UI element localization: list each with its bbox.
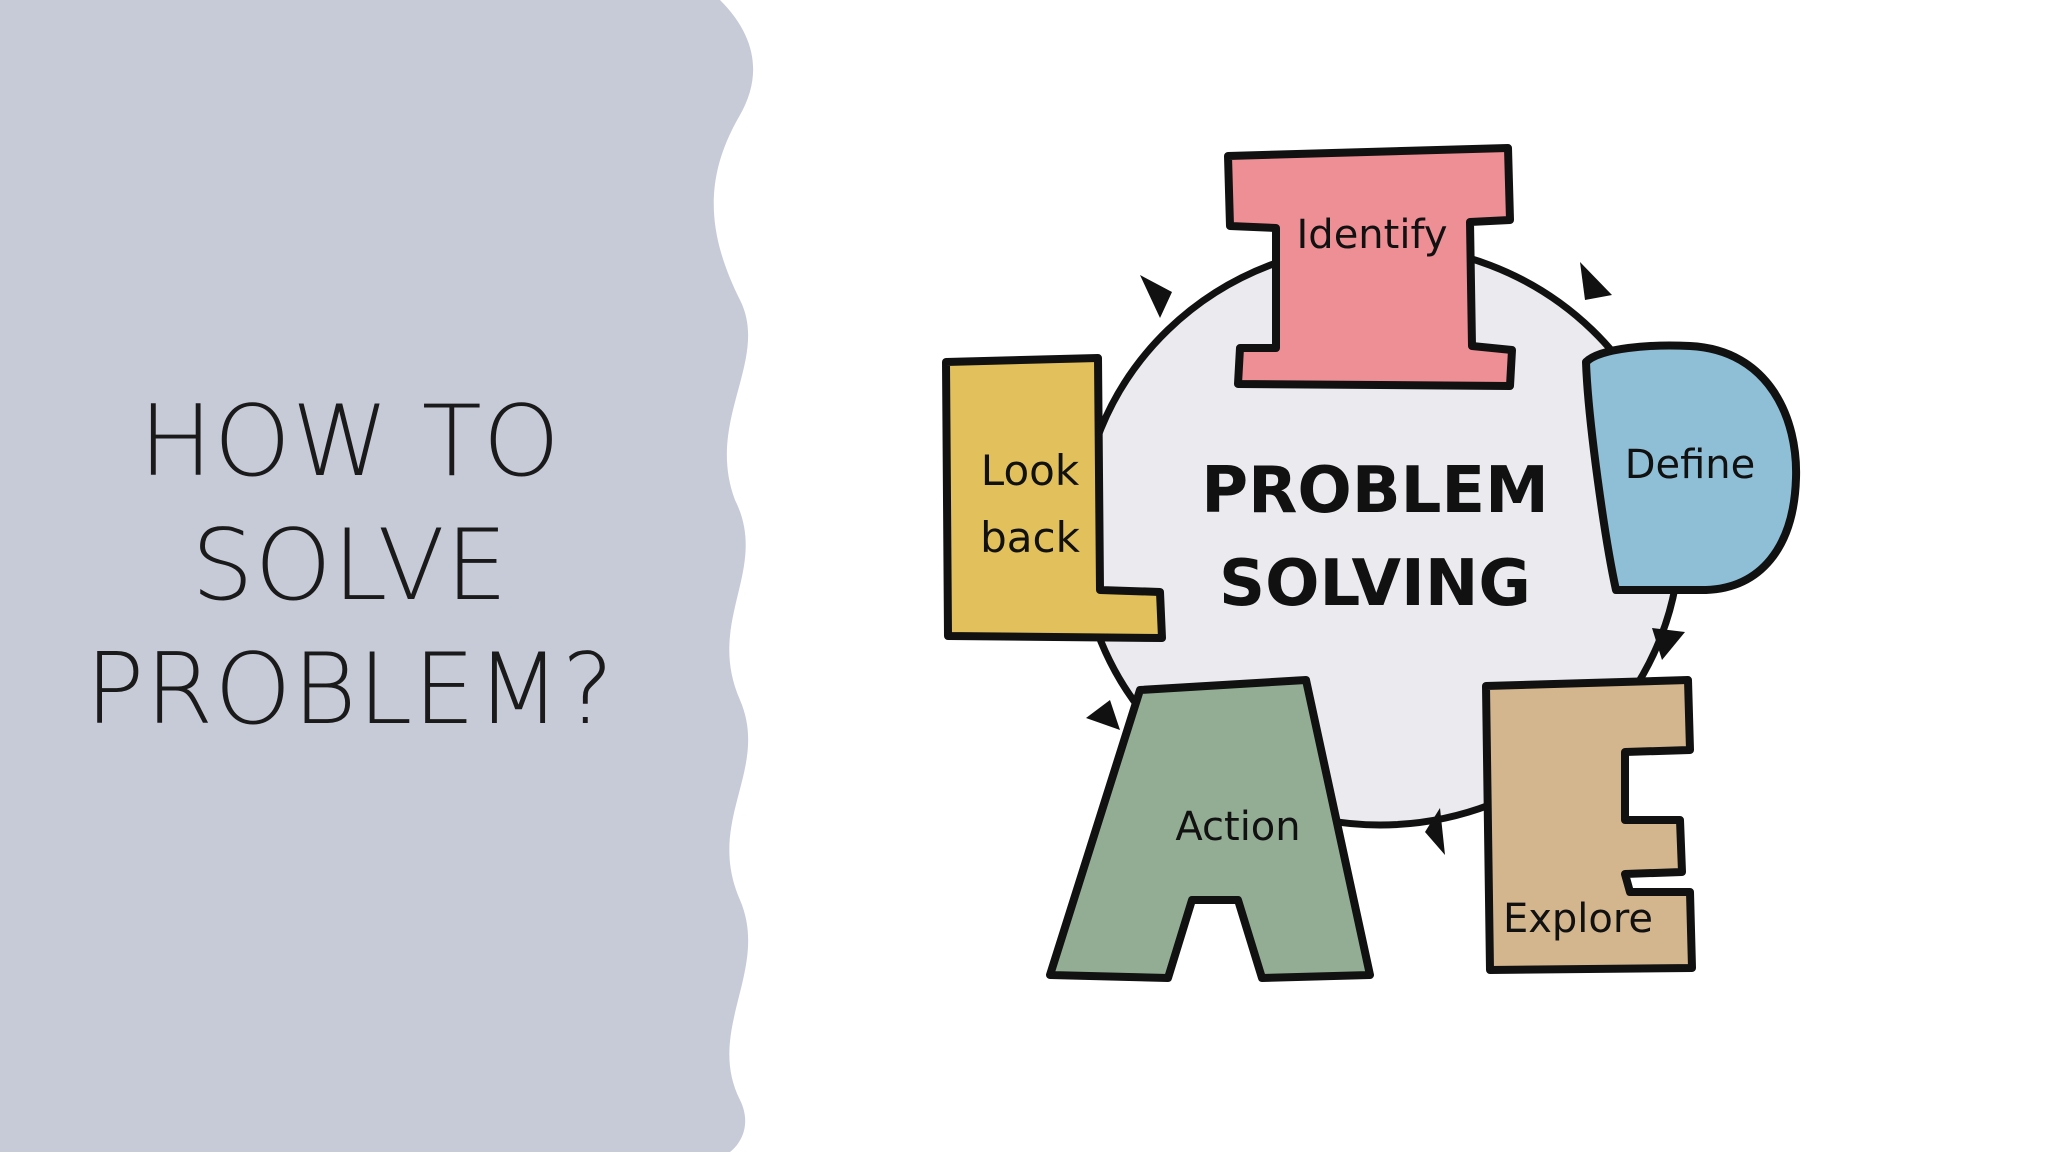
step-define-label: Define [1625, 442, 1756, 488]
arrow-icon [1580, 262, 1612, 300]
step-e-shape [1482, 676, 1696, 974]
left-panel [0, 0, 754, 1152]
step-explore-label: Explore [1503, 896, 1653, 942]
slide-title: HOW TO SOLVE PROBLEM? [40, 380, 660, 752]
arrow-icon [1086, 700, 1120, 730]
step-d-shape [1582, 341, 1801, 594]
center-label-line2: SOLVING [1219, 547, 1531, 621]
step-lookback-label-line2: back [980, 513, 1080, 562]
step-identify-label: Identify [1297, 212, 1448, 258]
step-a-shape [1046, 676, 1374, 982]
title-line: SOLVE [191, 509, 509, 623]
step-lookback-label-line1: Look [981, 446, 1080, 495]
step-l-shape [942, 354, 1166, 642]
center-label-line1: PROBLEM [1201, 454, 1549, 528]
arrow-icon [1425, 808, 1445, 855]
step-i-shape [1224, 144, 1516, 390]
title-line: PROBLEM? [85, 633, 615, 747]
arrow-icon [1140, 275, 1172, 318]
arrow-icon [1652, 628, 1685, 660]
title-line: HOW TO [139, 385, 561, 499]
step-action-label: Action [1175, 804, 1300, 850]
